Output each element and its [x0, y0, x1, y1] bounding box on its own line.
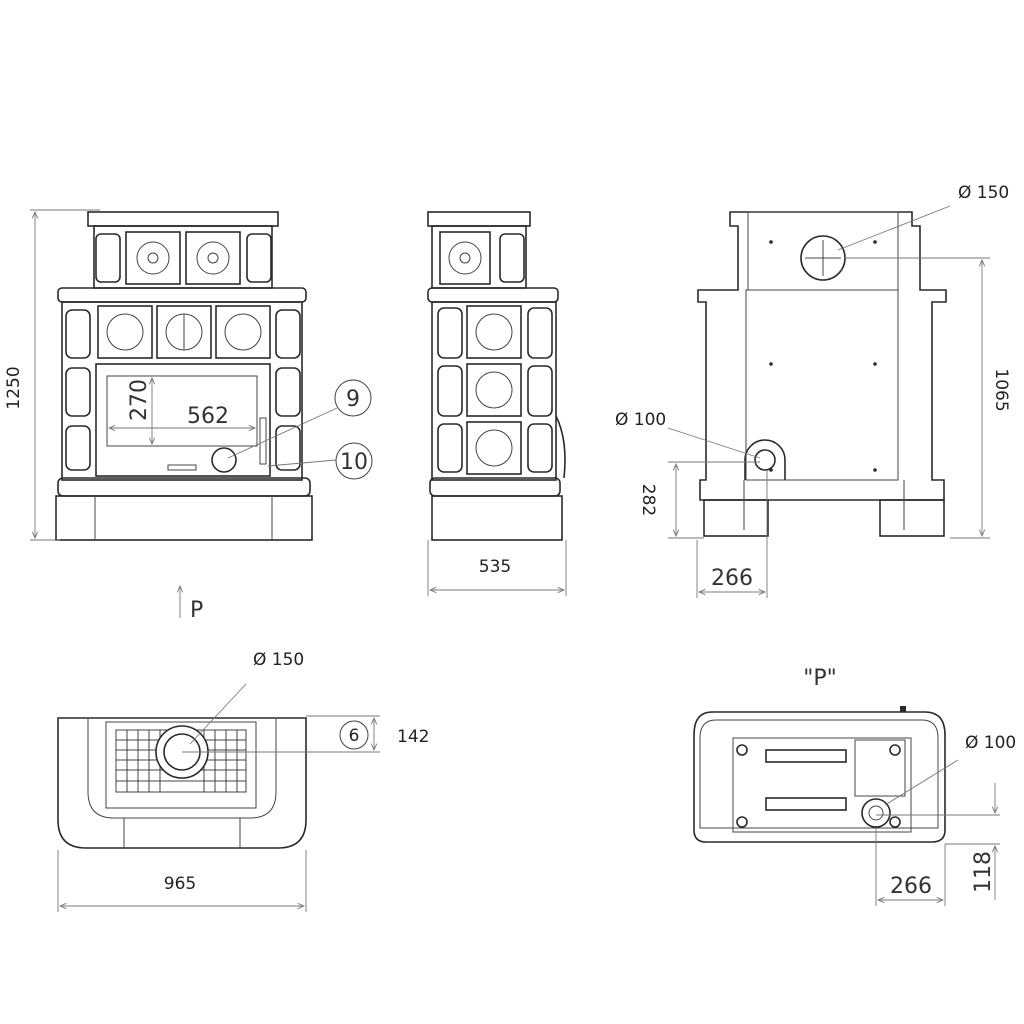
bottom-air-inlet — [861, 798, 891, 828]
side-view: 535 — [427, 211, 567, 596]
callout-6 — [339, 720, 369, 750]
callout-10-label: 10 — [340, 450, 368, 475]
offset-x-dimension: 266 — [890, 874, 932, 899]
offset-y-dimension: 118 — [971, 851, 996, 893]
opening-height-dimension: 270 — [127, 379, 152, 421]
callout-9 — [334, 379, 372, 417]
height-dimension: 1250 — [4, 366, 24, 409]
view-p-title: "P" — [803, 666, 837, 691]
bottom-view-p: "P" Ø 100 118 266 — [693, 666, 1016, 906]
air-inlet-height-dimension: 282 — [638, 484, 658, 516]
flue-top-label: Ø 150 — [958, 183, 1009, 203]
opening-width-dimension: 562 — [187, 404, 229, 429]
fire-door — [95, 363, 271, 477]
bottom-air-inlet-label: Ø 100 — [965, 733, 1016, 753]
top-flue-label: Ø 150 — [253, 650, 304, 670]
air-inlet — [754, 449, 776, 471]
width-dimension: 965 — [164, 874, 196, 894]
flue-height-dimension: 1065 — [991, 368, 1011, 411]
depth-dimension: 535 — [479, 557, 511, 577]
callout-9-label: 9 — [346, 387, 360, 412]
air-inlet-label: Ø 100 — [615, 410, 666, 430]
callout-6-label: 6 — [349, 726, 360, 746]
front-view: 1250 270 562 9 10 P — [4, 209, 373, 623]
top-view: Ø 150 6 142 965 — [57, 650, 429, 912]
flue-offset-dimension: 142 — [397, 727, 429, 747]
ornament-icon — [136, 241, 230, 275]
rear-view: Ø 150 1065 Ø 100 282 266 — [615, 183, 1011, 598]
air-inlet-offset-dimension: 266 — [711, 566, 753, 591]
door-glass — [106, 375, 258, 447]
callout-10 — [335, 442, 373, 480]
view-marker-p: P — [190, 598, 203, 623]
air-control-knob — [211, 447, 237, 473]
